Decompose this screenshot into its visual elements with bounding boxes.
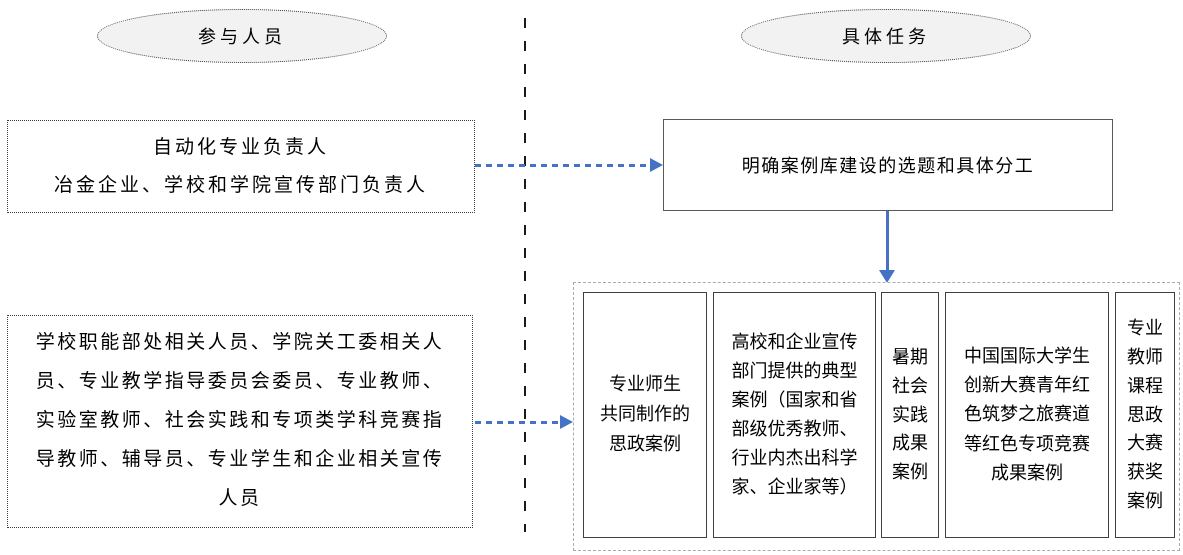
leaders-box: 自动化专业负责人冶金企业、学校和学院宣传部门负责人 [7,120,475,213]
task-box: 明确案例库建设的选题和具体分工 [663,119,1113,211]
participants-box: 学校职能部处相关人员、学院关工委相关人员、专业教学指导委员会委员、专业教师、实验… [7,315,473,528]
participants-header-ellipse: 参与人员 [97,9,387,63]
arrowhead-right-icon [560,415,573,429]
case-box-summer-practice-cases: 暑期社会实践成果案例 [881,292,939,538]
participants-header-label: 参与人员 [198,27,286,47]
column-divider-dashed-line [524,18,526,532]
dashed-arrow-shaft [475,163,650,167]
dashed-arrow-participants-to-cases [475,415,573,429]
solid-arrow-task-to-cases [879,211,895,283]
case-box-red-competition-cases: 中国国际大学生创新大赛青年红色筑梦之旅赛道等红色专项竞赛成果案例 [945,292,1109,538]
tasks-header-ellipse: 具体任务 [741,9,1031,63]
case-box-course-ideology-award-cases: 专业教师课程思政大赛获奖案例 [1115,292,1175,538]
case-box-typical-publicity-cases: 高校和企业宣传部门提供的典型案例（国家和省部级优秀教师、行业内杰出科学家、企业家… [713,292,876,538]
arrowhead-right-icon [650,158,663,172]
task-box-label: 明确案例库建设的选题和具体分工 [741,156,1035,176]
case-box-teacher-student-cases: 专业师生共同制作的思政案例 [583,292,707,538]
dashed-arrow-leaders-to-task [475,158,663,172]
dashed-arrow-shaft [475,420,560,424]
arrowhead-down-icon [879,270,895,283]
solid-arrow-shaft [885,211,889,270]
tasks-header-label: 具体任务 [842,27,930,47]
